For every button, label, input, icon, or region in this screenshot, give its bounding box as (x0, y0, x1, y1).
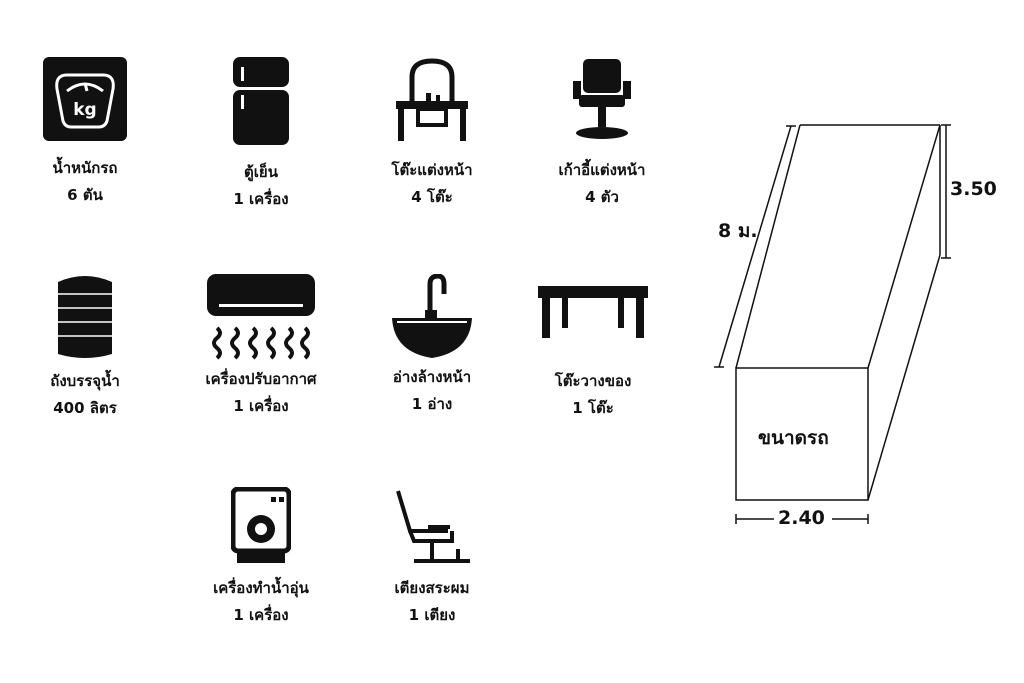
item-qty: 6 ตัน (67, 186, 103, 204)
scale-kg-icon: kg (43, 57, 127, 141)
item-name: เก้าอี้แต่งหน้า (558, 161, 646, 179)
item-makeup-chair: เก้าอี้แต่งหน้า 4 ตัว (517, 57, 687, 211)
truck-length-label: 8 ม. (718, 220, 758, 242)
item-qty: 1 เครื่อง (233, 397, 289, 415)
item-name: ตู้เย็น (244, 163, 278, 181)
salon-chair-icon (573, 59, 631, 139)
truck-height-label: 3.50 (950, 178, 997, 200)
water-tank-icon (58, 276, 112, 358)
item-qty: 4 ตัว (585, 188, 619, 206)
air-conditioner-icon (207, 274, 315, 360)
item-qty: 4 โต๊ะ (411, 188, 453, 206)
item-air-conditioner: เครื่องปรับอากาศ 1 เครื่อง (176, 274, 346, 420)
item-name: อ่างล้างหน้า (392, 368, 472, 386)
item-truck-weight: kg น้ำหนักรถ 6 ตัน (0, 57, 170, 209)
item-name: เครื่องปรับอากาศ (205, 370, 317, 388)
item-qty: 1 เครื่อง (233, 606, 289, 624)
item-qty: 1 โต๊ะ (572, 399, 614, 417)
item-qty: 400 ลิตร (53, 399, 117, 417)
item-shampoo-bed: เตียงสระผม 1 เตียง (347, 487, 517, 629)
item-qty: 1 เตียง (408, 606, 456, 624)
truck-width-label: 2.40 (778, 507, 825, 529)
svg-text:kg: kg (73, 100, 96, 120)
table-icon (538, 286, 648, 338)
refrigerator-icon (233, 57, 289, 145)
item-qty: 1 เครื่อง (233, 190, 289, 208)
shampoo-chair-icon (396, 490, 470, 563)
dimension-lines (714, 124, 951, 524)
item-name: น้ำหนักรถ (52, 159, 118, 177)
truck-box-outline (735, 124, 941, 501)
item-name: เครื่องทำน้ำอุ่น (213, 579, 309, 597)
item-refrigerator: ตู้เย็น 1 เครื่อง (176, 57, 346, 213)
item-vanity-table: โต๊ะแต่งหน้า 4 โต๊ะ (347, 57, 517, 211)
item-name: เตียงสระผม (394, 579, 470, 597)
water-heater-icon (231, 487, 291, 563)
item-name: ถังบรรจุน้ำ (50, 372, 120, 390)
item-water-tank: ถังบรรจุน้ำ 400 ลิตร (0, 270, 170, 422)
item-name: โต๊ะแต่งหน้า (391, 161, 473, 179)
item-sink: อ่างล้างหน้า 1 อ่าง (347, 274, 517, 418)
item-name: โต๊ะวางของ (554, 372, 632, 390)
vanity-table-icon (396, 58, 468, 141)
sink-icon (392, 274, 472, 358)
item-side-table: โต๊ะวางของ 1 โต๊ะ (508, 286, 678, 422)
item-water-heater: เครื่องทำน้ำอุ่น 1 เครื่อง (176, 487, 346, 629)
item-qty: 1 อ่าง (411, 395, 453, 413)
truck-size-title: ขนาดรถ (758, 427, 829, 449)
